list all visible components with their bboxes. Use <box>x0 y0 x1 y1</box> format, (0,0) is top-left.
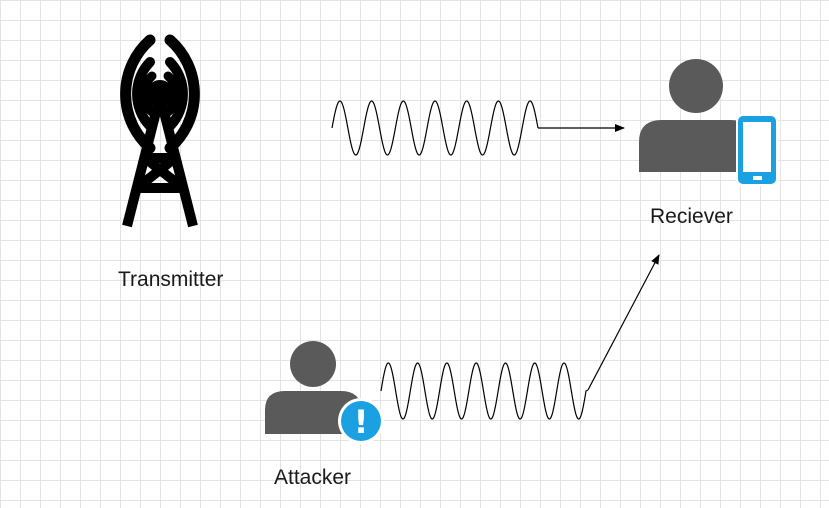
exclamation-badge-icon: ! <box>338 398 384 444</box>
badge-glyph: ! <box>354 403 369 441</box>
attack-signal-arrow <box>587 254 660 391</box>
user-icon <box>639 59 753 172</box>
radio-tower-icon <box>120 34 200 228</box>
attack-signal-wave <box>380 362 589 420</box>
user-icon <box>265 341 361 434</box>
signal-wave <box>331 100 539 156</box>
attacker-label: Attacker <box>274 466 352 489</box>
transmitter-label: Transmitter <box>118 268 224 291</box>
receiver-label: Reciever <box>650 205 733 228</box>
smartphone-icon <box>736 114 778 186</box>
